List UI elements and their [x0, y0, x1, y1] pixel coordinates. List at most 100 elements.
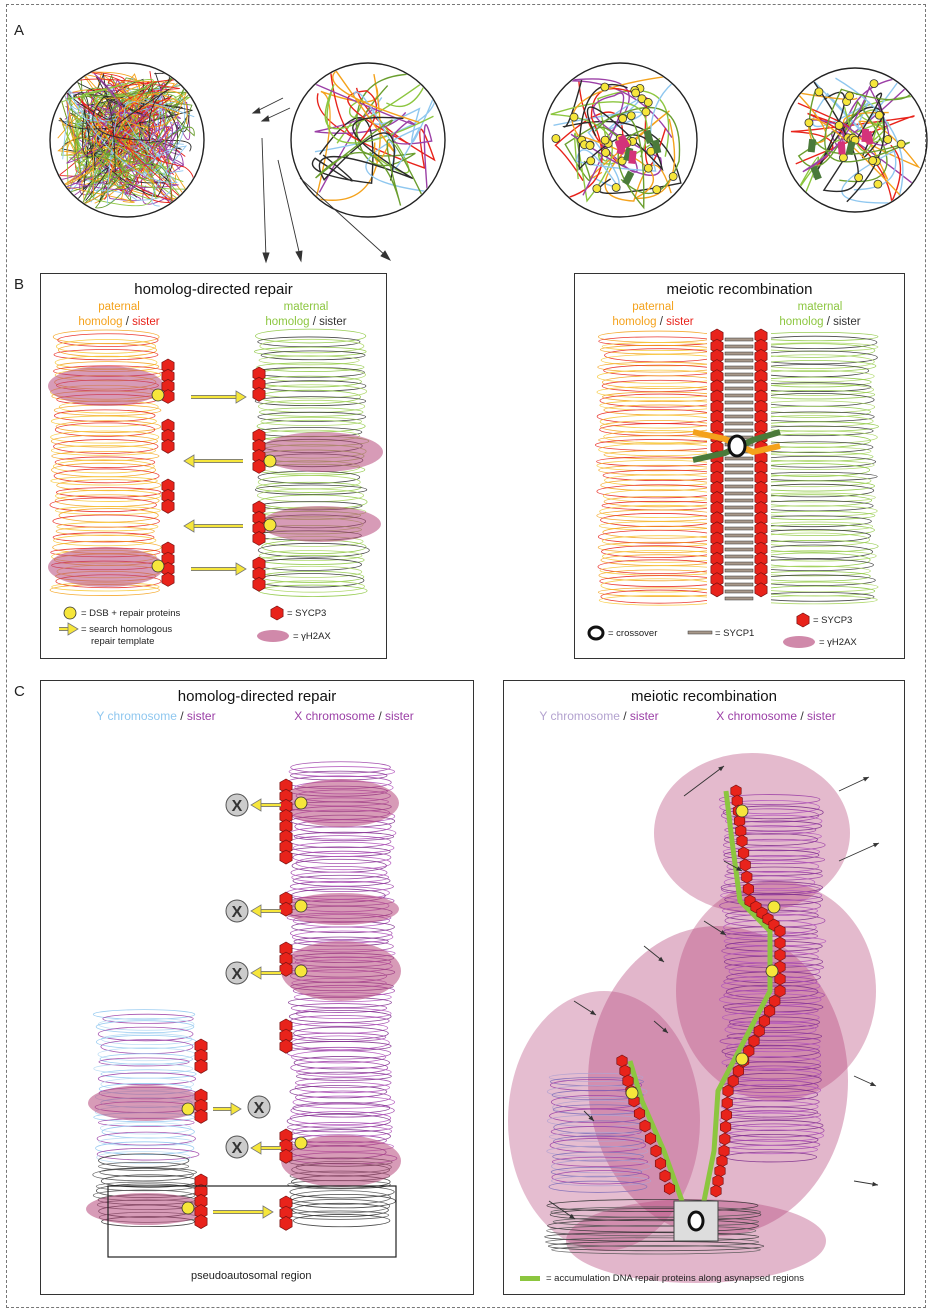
dsb-dot — [766, 965, 778, 977]
chromatin-loop — [98, 1073, 195, 1085]
search-arrow — [184, 520, 243, 532]
sycp1-rung — [725, 590, 753, 593]
dsb-dot — [612, 183, 620, 191]
dsb-dot — [182, 1202, 194, 1214]
expansion-arrow — [854, 1076, 876, 1086]
search-arrow — [191, 563, 246, 575]
dsb-dot — [736, 805, 748, 817]
sycp1-rung — [725, 429, 753, 432]
sycp3-hexagon — [775, 925, 785, 937]
sycp1-rung — [725, 562, 753, 565]
sycp3-hexagon — [770, 995, 780, 1007]
x-mark: X — [232, 1140, 243, 1157]
sycp3-hexagon — [162, 439, 174, 453]
sycp3-hexagon — [721, 1109, 731, 1121]
dsb-dot — [295, 900, 307, 912]
sycp3-hexagon — [195, 1109, 207, 1123]
sycp3-hexagon — [711, 583, 723, 597]
sycp1-rung — [725, 569, 753, 572]
dsb-dot — [632, 89, 640, 97]
failed-repair-icon: X — [226, 900, 248, 922]
sycp3-hexagon — [755, 583, 767, 597]
chromatin-loop — [254, 347, 366, 356]
chromosome-strands — [305, 71, 436, 206]
sycp3-hexagon — [634, 1108, 644, 1120]
chromatin-loop — [755, 525, 874, 536]
sycp3-hexagon — [162, 572, 174, 586]
failed-repair-icon: X — [248, 1096, 270, 1118]
sycp3-hexagon — [195, 1215, 207, 1229]
expansion-arrow — [839, 777, 869, 791]
arrow-head — [236, 563, 246, 575]
arrow-head — [251, 905, 261, 917]
legend-repair-accumulation: = accumulation DNA repair proteins along… — [546, 1273, 804, 1284]
dsb-dot — [768, 901, 780, 913]
sycp3-hexagon — [723, 1085, 733, 1097]
dsb-dot — [586, 141, 594, 149]
legend-gh2ax: = γH2AX — [819, 637, 857, 648]
sycp3-hexagon — [736, 825, 746, 837]
dsb-dot — [295, 965, 307, 977]
chromatin-loop — [58, 334, 158, 347]
dsb-dot — [619, 115, 627, 123]
dsb-dot — [874, 180, 882, 188]
nucleus-2 — [291, 63, 445, 217]
chromatin-loop — [599, 444, 721, 456]
sycp3-hexagon — [737, 835, 747, 847]
panel-a-nuclei — [0, 0, 935, 270]
sycp3-stack — [280, 1019, 292, 1053]
sycp1-rung — [725, 401, 753, 404]
legend-gh2ax-icon — [783, 636, 815, 648]
chromatin-loop — [294, 1214, 390, 1226]
failed-repair-icon: X — [226, 1136, 248, 1158]
panel-c-homolog-repair: homolog-directed repair Y chromosome / s… — [40, 680, 474, 1295]
search-arrow — [59, 623, 78, 635]
sycp3-hexagon — [280, 850, 292, 864]
search-arrow — [251, 967, 281, 979]
sycp3-hexagon — [280, 1039, 292, 1053]
chromatin-loop — [287, 1114, 390, 1128]
dsb-dot — [601, 83, 609, 91]
arrow-head — [872, 1182, 878, 1187]
sycp3-hexagon — [645, 1133, 655, 1145]
sycp3-hexagon — [162, 499, 174, 513]
pseudoautosomal-region-label: pseudoautosomal region — [191, 1271, 311, 1282]
arrow-head — [263, 1206, 273, 1218]
dsb-dot — [182, 1103, 194, 1115]
chromatin-loop — [58, 343, 156, 356]
x-mark: X — [232, 798, 243, 815]
sycp1-rung — [725, 422, 753, 425]
sycp3-hexagon — [253, 459, 265, 473]
chromatin-loop — [99, 1154, 189, 1167]
sycp3-stack — [280, 1196, 292, 1230]
dsb-dot — [264, 455, 276, 467]
sycp3-hexagon — [715, 1165, 725, 1177]
gh2ax-domain — [48, 366, 164, 406]
search-arrow — [213, 1206, 273, 1218]
sycp3-hexagon — [664, 1183, 674, 1195]
chromatin-loop — [290, 836, 391, 848]
search-arrow — [184, 455, 243, 467]
chromosome-axis-mark — [838, 141, 846, 154]
sycp3-stack — [253, 367, 265, 401]
crossover-icon — [729, 436, 745, 456]
chromosome-strands — [58, 71, 195, 208]
chromatin-loop — [602, 380, 716, 391]
dsb-dot — [642, 108, 650, 116]
chromatin-loop — [100, 1168, 197, 1177]
legend-accumulation-icon — [520, 1276, 540, 1281]
dsb-dot — [152, 389, 164, 401]
sycp1-rung — [725, 499, 753, 502]
sycp1-rung — [725, 457, 753, 460]
chromatin-loop — [98, 1018, 194, 1030]
legend-sycp1: = SYCP1 — [715, 628, 754, 639]
sycp1-rung — [725, 394, 753, 397]
sycp1-rung — [725, 513, 753, 516]
chromatin-loop — [52, 463, 156, 477]
sycp3-stack — [195, 1039, 207, 1073]
sycp3-hexagon — [651, 1145, 661, 1157]
legend-gh2ax: = γH2AX — [293, 631, 331, 642]
chromatin-loop — [97, 1151, 191, 1163]
sycp1-rung — [725, 555, 753, 558]
